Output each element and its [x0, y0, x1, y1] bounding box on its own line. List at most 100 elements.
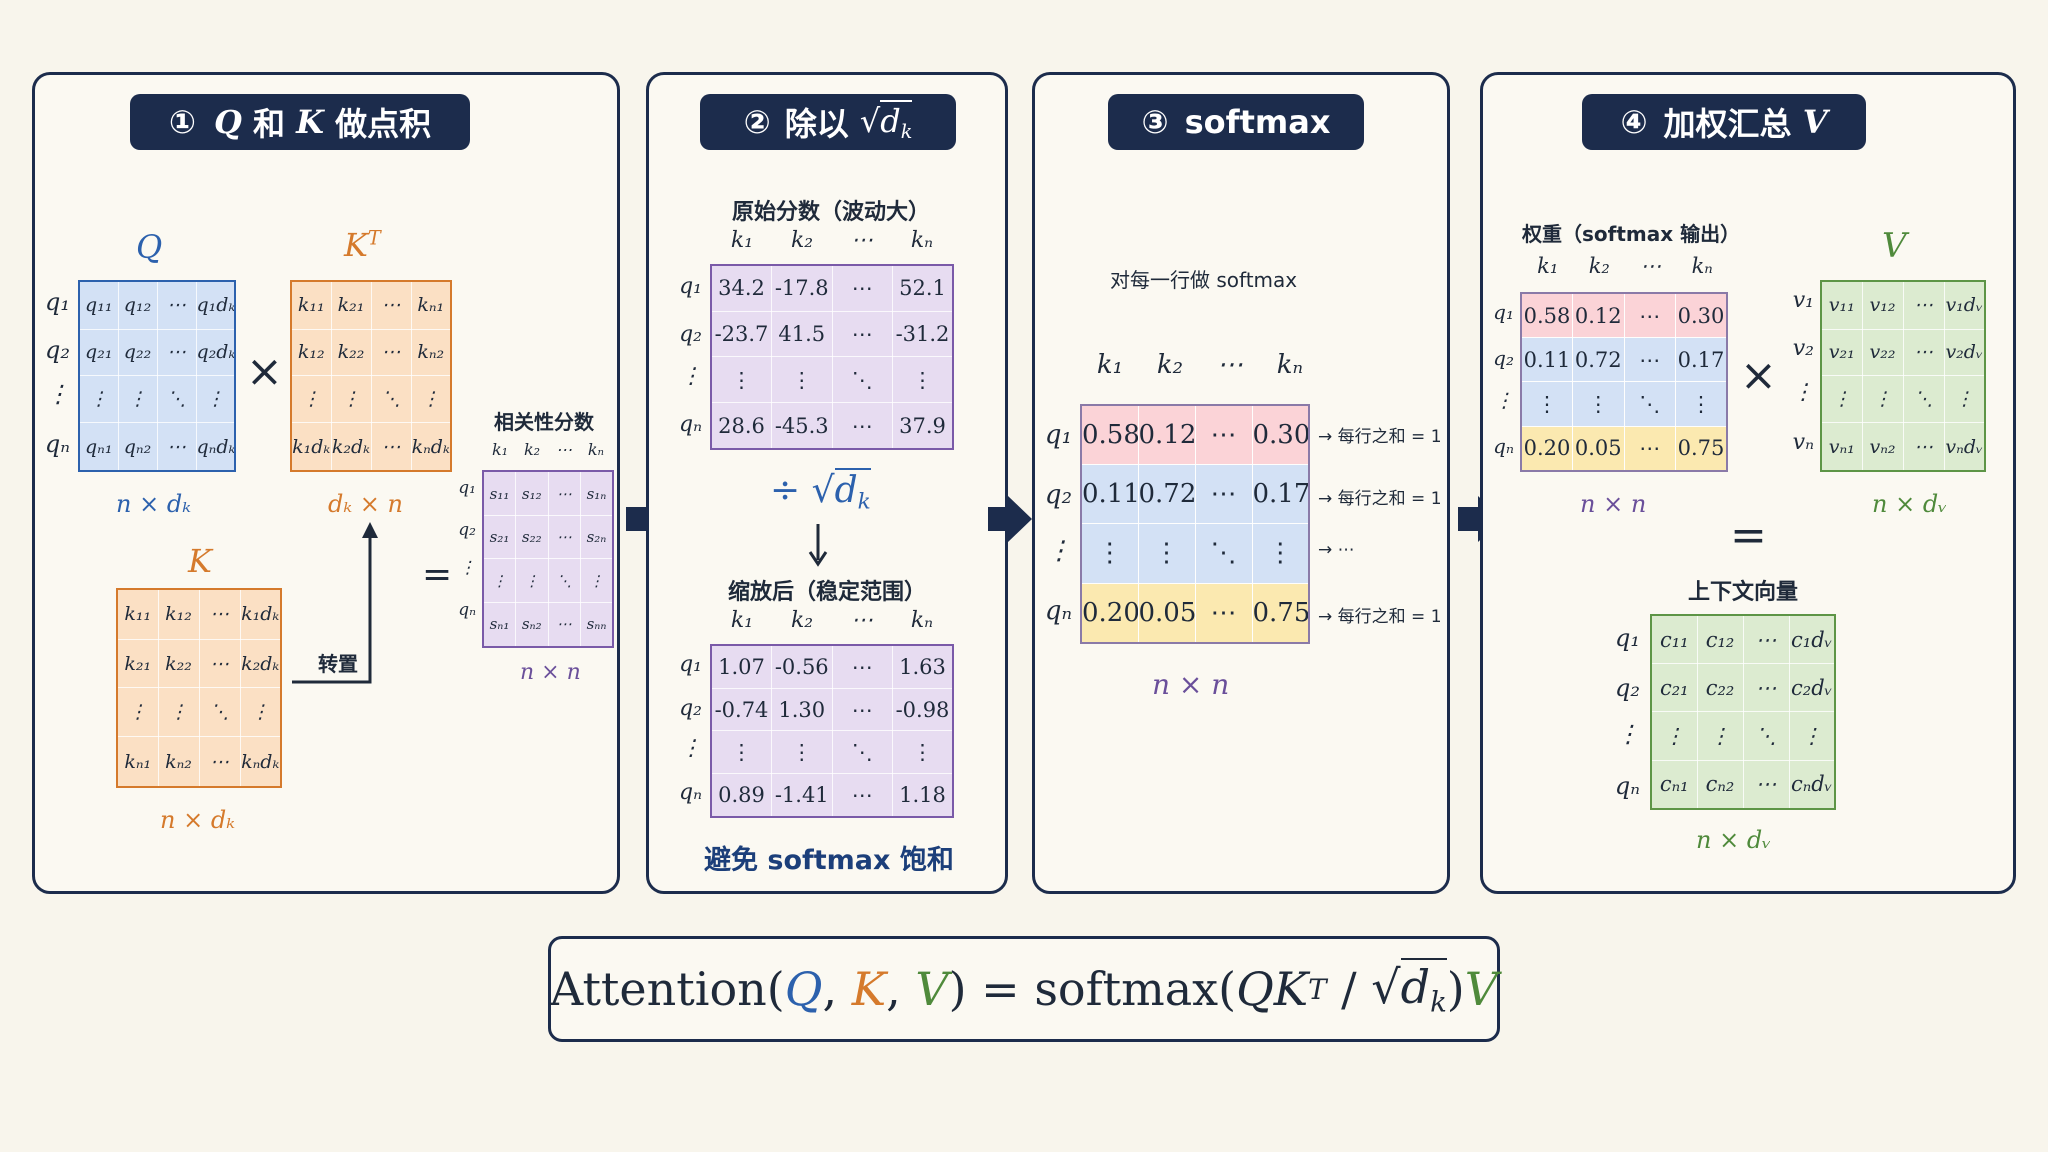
matrix-cell: c₂₁	[1650, 663, 1698, 713]
matrix-row: 1.07-0.56⋯1.63	[710, 644, 954, 689]
matrix-cell: 28.6	[710, 402, 772, 450]
context-dim-label: n × dᵥ	[1696, 826, 1772, 854]
raw-row-label: ⋮	[680, 364, 702, 389]
matrix-cell: sₙₙ	[580, 601, 614, 648]
matrix-cell: q₂₁	[78, 328, 119, 377]
matrix-cell: ⋱	[198, 687, 241, 738]
matrix-cell: 0.20	[1520, 425, 1573, 472]
matrix-cell: qₙdₖ	[195, 422, 236, 472]
step-1-rest: 做点积	[323, 105, 432, 143]
kt-matrix-title: KT	[344, 226, 381, 264]
matrix-cell: v₁dᵥ	[1943, 280, 1986, 330]
matrix-cell: ⋱	[547, 558, 581, 603]
matrix-cell: 0.05	[1572, 425, 1625, 472]
weights-title: 权重（softmax 输出）	[1522, 222, 1741, 246]
matrix-cell: kₙ₁	[116, 736, 159, 788]
formula-v2: V	[1464, 962, 1498, 1016]
step-3-header: ③ softmax	[1108, 94, 1364, 150]
score-title: 相关性分数	[494, 410, 594, 434]
matrix-cell: ⋮	[330, 375, 372, 424]
matrix-cell: ⋮	[1572, 381, 1625, 427]
matrix-cell: 1.30	[771, 687, 833, 732]
matrix-cell: ⋮	[1137, 523, 1196, 584]
matrix-cell: kₙdₖ	[410, 422, 452, 472]
matrix-cell: -31.2	[892, 310, 954, 358]
matrix-cell: v₁₂	[1861, 280, 1904, 330]
matrix-cell: ⋱	[1902, 375, 1945, 424]
matrix-cell: ⋯	[547, 601, 581, 648]
raw-scores-title: 原始分数（波动大）	[732, 200, 931, 225]
matrix-cell: c₂₂	[1696, 663, 1744, 713]
matrix-cell: ⋮	[710, 730, 772, 775]
matrix-cell: c₁₂	[1696, 614, 1744, 665]
matrix-cell: ⋯	[1742, 759, 1790, 810]
matrix-cell: 0.12	[1137, 404, 1196, 466]
matrix-cell: ⋯	[156, 422, 197, 472]
matrix-cell: 0.17	[1675, 337, 1728, 383]
matrix-cell: ⋱	[370, 375, 412, 424]
q-row-label: q₁	[45, 288, 70, 316]
step-2-sqrt: √dk	[859, 99, 913, 143]
matrix-cell: ⋯	[1623, 292, 1676, 339]
matrix-cell: kₙdₖ	[239, 736, 282, 788]
formula-softmax: softmax(	[1034, 962, 1237, 1016]
matrix-cell: ⋮	[157, 687, 200, 738]
matrix-cell: 0.12	[1572, 292, 1625, 339]
score-col-label: kₙ	[587, 440, 605, 459]
row-sum-note: → 每行之和 = 1	[1318, 427, 1442, 447]
matrix-row: ⋮⋮⋱⋮	[290, 375, 452, 424]
matrix-cell: 41.5	[771, 310, 833, 358]
scaled-col-label: ⋯	[850, 608, 873, 633]
softmax-row-label: qₙ	[1044, 596, 1072, 626]
matrix-cell: ⋯	[831, 644, 893, 689]
matrix-row: ⋮⋮⋱⋮	[116, 687, 282, 738]
softmax-row-label: q₁	[1044, 420, 1072, 450]
row-sum-note: → ⋯	[1318, 540, 1355, 560]
matrix-cell: ⋱	[831, 356, 893, 404]
weights-dim-label: n × n	[1580, 490, 1647, 518]
k-dim-label: n × dₖ	[160, 806, 235, 834]
q-row-label: qₙ	[44, 430, 70, 458]
step-1-number: ①	[168, 103, 196, 141]
step-3-title: softmax	[1184, 103, 1331, 141]
matrix-cell: ⋱	[1742, 711, 1790, 761]
v-row-label: ⋮	[1792, 380, 1814, 405]
matrix-cell: 0.58	[1520, 292, 1573, 339]
matrix-cell: ⋮	[78, 375, 119, 424]
matrix-cell: s₁₁	[482, 470, 516, 517]
matrix-cell: ⋯	[1194, 464, 1253, 525]
matrix-cell: sₙ₁	[482, 601, 516, 648]
matrix-cell: ⋯	[1902, 422, 1945, 472]
step-2-d: d	[880, 101, 901, 140]
k-matrix-title: K	[188, 542, 212, 580]
raw-col-label: k₂	[790, 228, 814, 253]
softmax-col-labels: k₁ k₂ ⋯ kₙ	[1080, 350, 1320, 384]
matrix-cell: ⋮	[482, 558, 516, 603]
matrix-cell: -1.41	[771, 773, 833, 818]
matrix-cell: ⋯	[547, 470, 581, 517]
matrix-cell: 0.17	[1251, 464, 1310, 525]
matrix-row: ⋮⋮⋱⋮	[710, 356, 954, 404]
kt-t: T	[367, 226, 381, 250]
context-row-label: qₙ	[1614, 772, 1640, 800]
matrix-cell: ⋯	[831, 687, 893, 732]
weights-col-label: k₂	[1588, 254, 1610, 278]
step-3-number: ③	[1141, 103, 1169, 141]
divide-sqrt: √dk	[811, 468, 871, 515]
matrix-cell: 1.63	[892, 644, 954, 689]
matrix-cell: 1.07	[710, 644, 772, 689]
matrix-cell: 0.30	[1675, 292, 1728, 339]
transpose-label: 转置	[318, 652, 358, 676]
